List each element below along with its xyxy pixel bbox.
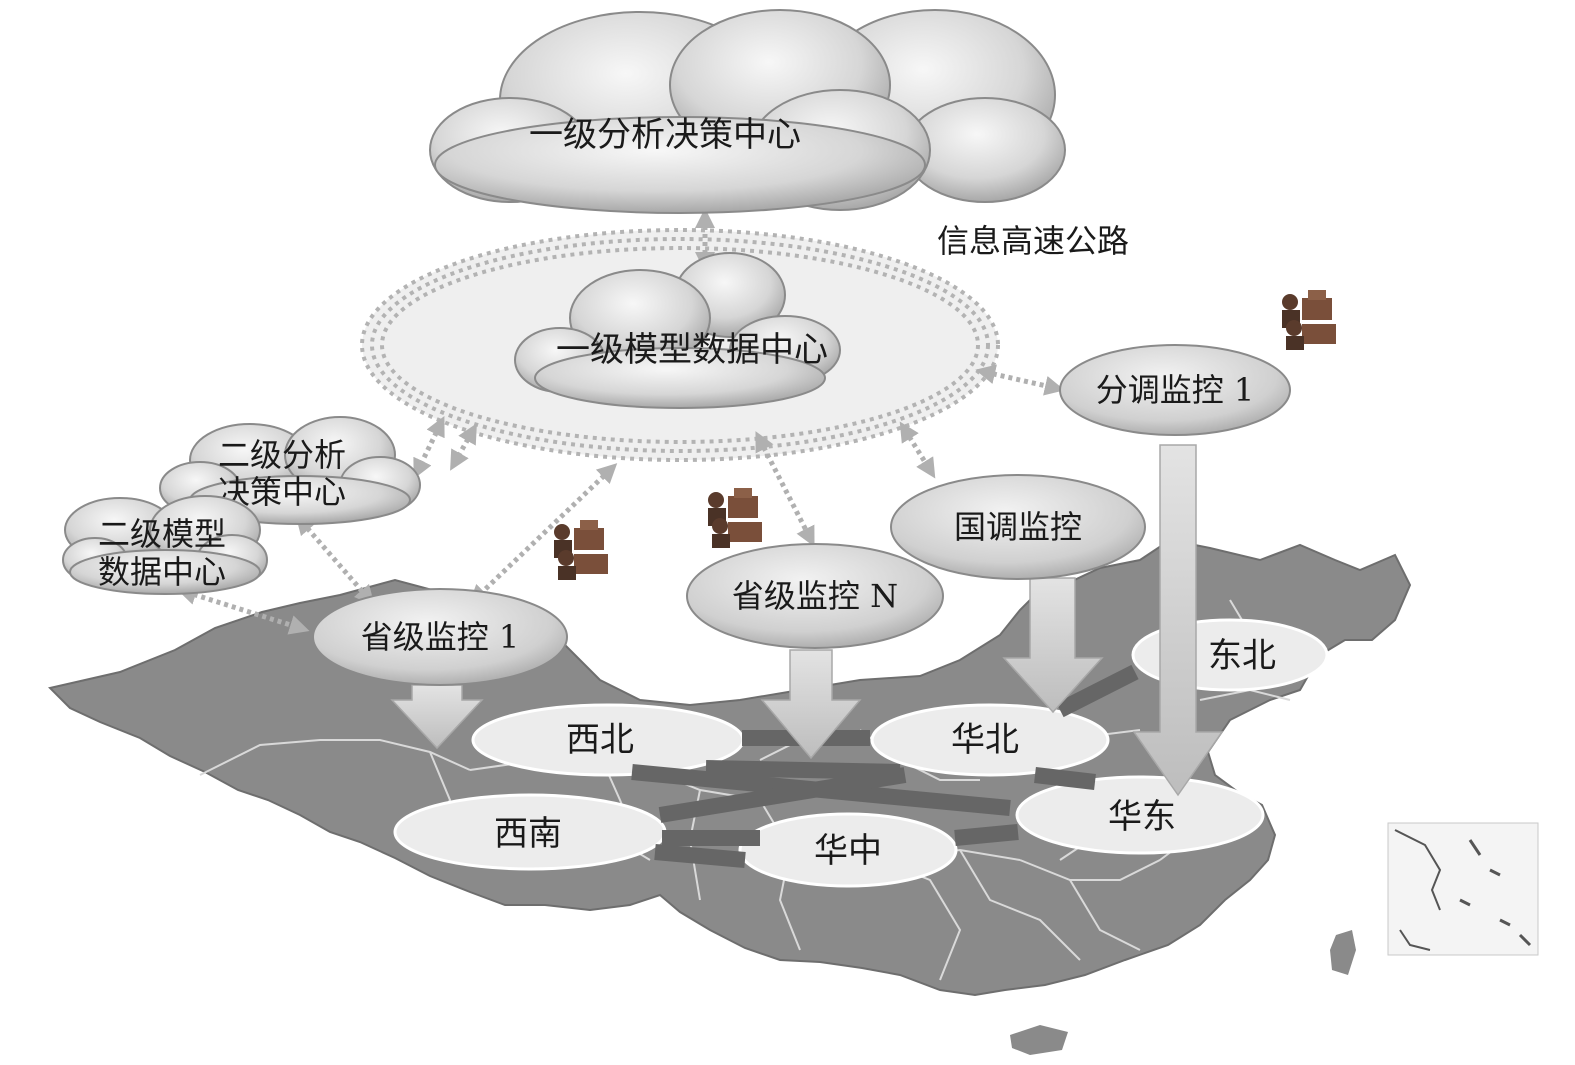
cloud-l2-model-line2: 数据中心 [98,553,226,591]
monitor-province-n-label: 省级监控 N [732,577,898,615]
region-north: 华北 [870,703,1110,777]
hainan-island-shape [1010,1025,1068,1055]
arrow-branch-to-east [1132,444,1224,797]
monitor-province-1-label: 省级监控 1 [361,618,520,656]
region-southwest-label: 西南 [494,814,562,854]
arrow-provinceN-to-region [760,649,862,760]
monitor-province-1: 省级监控 1 [312,588,568,686]
info-highway-label: 信息高速公路 [937,222,1129,260]
dotted-links [176,208,1065,635]
region-east: 华东 [1015,775,1265,855]
region-central: 华中 [738,812,958,888]
link-north-southwest [658,767,907,823]
region-east-label: 华东 [1108,797,1176,837]
region-northwest: 西北 [471,703,745,777]
region-southwest: 西南 [393,793,667,871]
link-ring-national [899,421,936,479]
cloud-l1-decision-label: 一级分析决策中心 [529,115,801,155]
monitor-branch-1-label: 分调监控 1 [1096,371,1255,409]
link-north-northeast [1056,664,1139,718]
operator-workstation-icon [708,488,762,548]
link-north-east [1034,767,1096,790]
link-ring-branch [975,364,1065,396]
link-central-east [954,824,1019,846]
cloud-l2-model-line1: 二级模型 [98,515,226,553]
region-central-label: 华中 [814,831,882,871]
cloud-l1-model-label: 一级模型数据中心 [556,330,828,370]
cloud-l2-model-center: 二级模型 数据中心 [62,495,268,595]
operator-workstation-icon [1282,290,1336,350]
link-central-lower [654,844,746,868]
region-northwest-label: 西北 [566,720,634,760]
link-ring-l2decision [413,416,445,479]
monitor-national: 国调监控 [890,474,1146,580]
taiwan-island-shape [1330,930,1356,975]
cloud-l1-model-center: 一级模型数据中心 [514,252,841,409]
monitor-branch-1: 分调监控 1 [1059,344,1291,436]
cloud-l1-decision-center: 一级分析决策中心 [429,9,1066,214]
arrow-national-to-north [1002,577,1104,714]
link-l2model-province1 [176,585,310,635]
link-ring-province1-a [450,423,477,471]
arrow-province1-to-northwest [390,684,484,750]
link-ring-provinceN [755,431,815,547]
operator-workstation-icon [554,520,608,580]
cloud-l2-decision-line1: 二级分析 [218,436,346,474]
region-northeast-label: 东北 [1208,636,1276,676]
monitor-province-n: 省级监控 N [686,543,944,649]
link-l2decision-province1 [295,514,375,606]
monitor-national-label: 国调监控 [954,508,1082,546]
link-ring-province1-b [468,463,618,605]
monitor-arrows [390,444,1224,797]
south-china-sea-inset [1387,822,1539,956]
link-central-north [705,760,901,780]
region-north-label: 华北 [951,720,1019,760]
